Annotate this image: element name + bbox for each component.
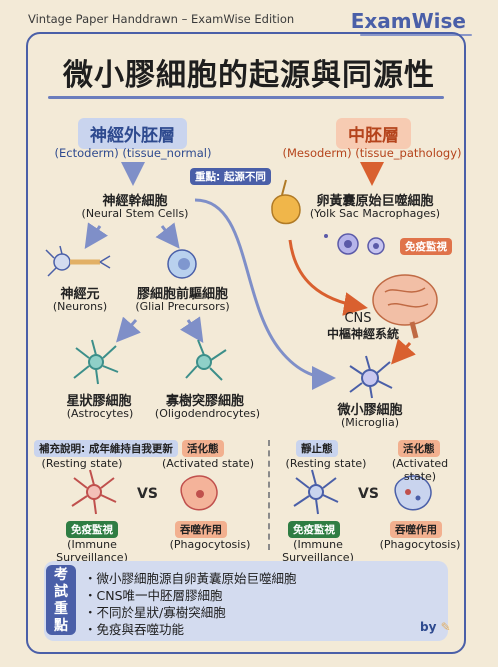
left-immune-badge: 免疫監視 — [66, 521, 118, 538]
glial-label: 膠細胞前驅細胞 — [136, 287, 228, 302]
exam-item: ・CNS唯一中胚層膠細胞 — [84, 588, 223, 603]
yolk-sac-label: 卵黃囊原始巨噬細胞 — [316, 194, 434, 209]
right-immune-badge: 免疫監視 — [288, 521, 340, 538]
brush-icon: ✎ — [440, 620, 451, 634]
key-note-badge: 重點: 起源不同 — [190, 168, 271, 185]
column-divider — [268, 440, 270, 550]
exam-tag-char: 考 — [54, 567, 68, 583]
title-underline — [48, 96, 444, 99]
nsc-label: 神經幹細胞 — [102, 194, 168, 209]
exam-item: ・免疫與吞噬功能 — [84, 622, 185, 637]
oligodendrocyte-illustration — [185, 339, 227, 381]
nsc-label-en: (Neural Stem Cells) — [81, 207, 189, 220]
exam-item: ・微小膠細胞源自卵黃囊原始巨噬細胞 — [84, 571, 297, 586]
exam-tag-char: 重 — [54, 601, 68, 617]
arrow-glial-to-oligo — [180, 316, 204, 343]
exam-points-tag: 考 試 重 點 — [46, 565, 76, 635]
ectoderm-subtitle: (Ectoderm) (tissue_normal) — [54, 146, 212, 160]
microglia-label-en: (Microglia) — [340, 416, 400, 429]
mesoderm-pill: 中胚層 — [336, 118, 411, 149]
microglia-illustration — [349, 355, 393, 399]
right-resting-en: (Resting state) — [285, 457, 367, 470]
right-activated-badge: 活化態 — [398, 440, 440, 457]
right-resting-badge: 靜止態 — [296, 440, 338, 457]
byline-text: by — [420, 620, 437, 634]
glial-label-en: (Glial Precursors) — [135, 300, 230, 313]
resting-microglia-left-illustration — [71, 469, 117, 515]
cns-label: CNS — [344, 311, 372, 326]
cns-label-zh: 中樞神經系統 — [326, 327, 399, 341]
exam-item: ・不同於星狀/寡樹突細胞 — [84, 605, 226, 620]
left-activated-en: (Activated state) — [161, 457, 254, 470]
exam-tag-char: 點 — [54, 618, 68, 634]
edition-label: Vintage Paper Handdrawn – ExamWise Editi… — [28, 12, 295, 26]
left-phago-badge: 吞噬作用 — [175, 521, 227, 538]
neuron-label: 神經元 — [60, 287, 100, 302]
arrow-nsc-to-glial — [155, 222, 180, 249]
right-immune-en: (Immune Surveillance) — [282, 538, 354, 564]
left-vs-label: VS — [137, 486, 158, 502]
byline: by ✎ — [420, 620, 451, 634]
immune-monitor-badge: 免疫監視 — [400, 238, 452, 255]
arrow-yolk-to-cns — [288, 239, 368, 316]
glial-precursor-illustration — [167, 249, 197, 279]
astrocyte-illustration — [73, 339, 119, 385]
arrow-nsc-to-microglia — [194, 198, 336, 390]
brand-underline — [360, 34, 472, 36]
yolk-sac-illustration — [271, 179, 301, 225]
activated-microglia-right-illustration — [394, 475, 432, 511]
left-activated-badge: 活化態 — [182, 440, 224, 457]
left-immune-en: (Immune Surveillance) — [56, 538, 128, 564]
microglia-label: 微小膠細胞 — [337, 403, 403, 418]
page-title: 微小膠細胞的起源與同源性 — [63, 58, 435, 93]
left-phago-en: (Phagocytosis) — [169, 538, 251, 551]
oligodendrocyte-label-en: (Oligodendrocytes) — [154, 407, 261, 420]
macrophage-illustration — [324, 233, 385, 255]
activated-microglia-left-illustration — [180, 475, 218, 511]
exam-points-box — [44, 561, 448, 641]
ectoderm-pill: 神經外胚層 — [78, 118, 187, 149]
exam-tag-char: 試 — [54, 584, 68, 600]
brain-illustration — [372, 274, 438, 339]
right-phago-en: (Phagocytosis) — [379, 538, 461, 551]
arrow-cns-to-microglia — [391, 338, 416, 365]
neuron-label-en: (Neurons) — [52, 300, 108, 313]
right-phago-badge: 吞噬作用 — [390, 521, 442, 538]
right-vs-label: VS — [358, 486, 379, 502]
yolk-sac-label-en: (Yolk Sac Macrophages) — [309, 207, 441, 220]
arrow-nsc-to-neuron — [84, 222, 108, 249]
arrow-glial-to-astro — [116, 316, 141, 343]
brand-logo: ExamWise — [350, 9, 466, 33]
resting-microglia-right-illustration — [293, 469, 339, 515]
page-frame — [26, 32, 466, 654]
right-activated-en: (Activated state) — [391, 457, 449, 483]
mesoderm-subtitle: (Mesoderm) (tissue_pathology) — [282, 146, 462, 160]
oligodendrocyte-label: 寡樹突膠細胞 — [165, 394, 244, 409]
neuron-illustration — [45, 245, 111, 277]
astrocyte-label-en: (Astrocytes) — [66, 407, 134, 420]
supplement-note: 補充說明: 成年維持自我更新 — [34, 440, 178, 457]
left-resting-en: (Resting state) — [41, 457, 123, 470]
astrocyte-label: 星狀膠細胞 — [66, 394, 132, 409]
